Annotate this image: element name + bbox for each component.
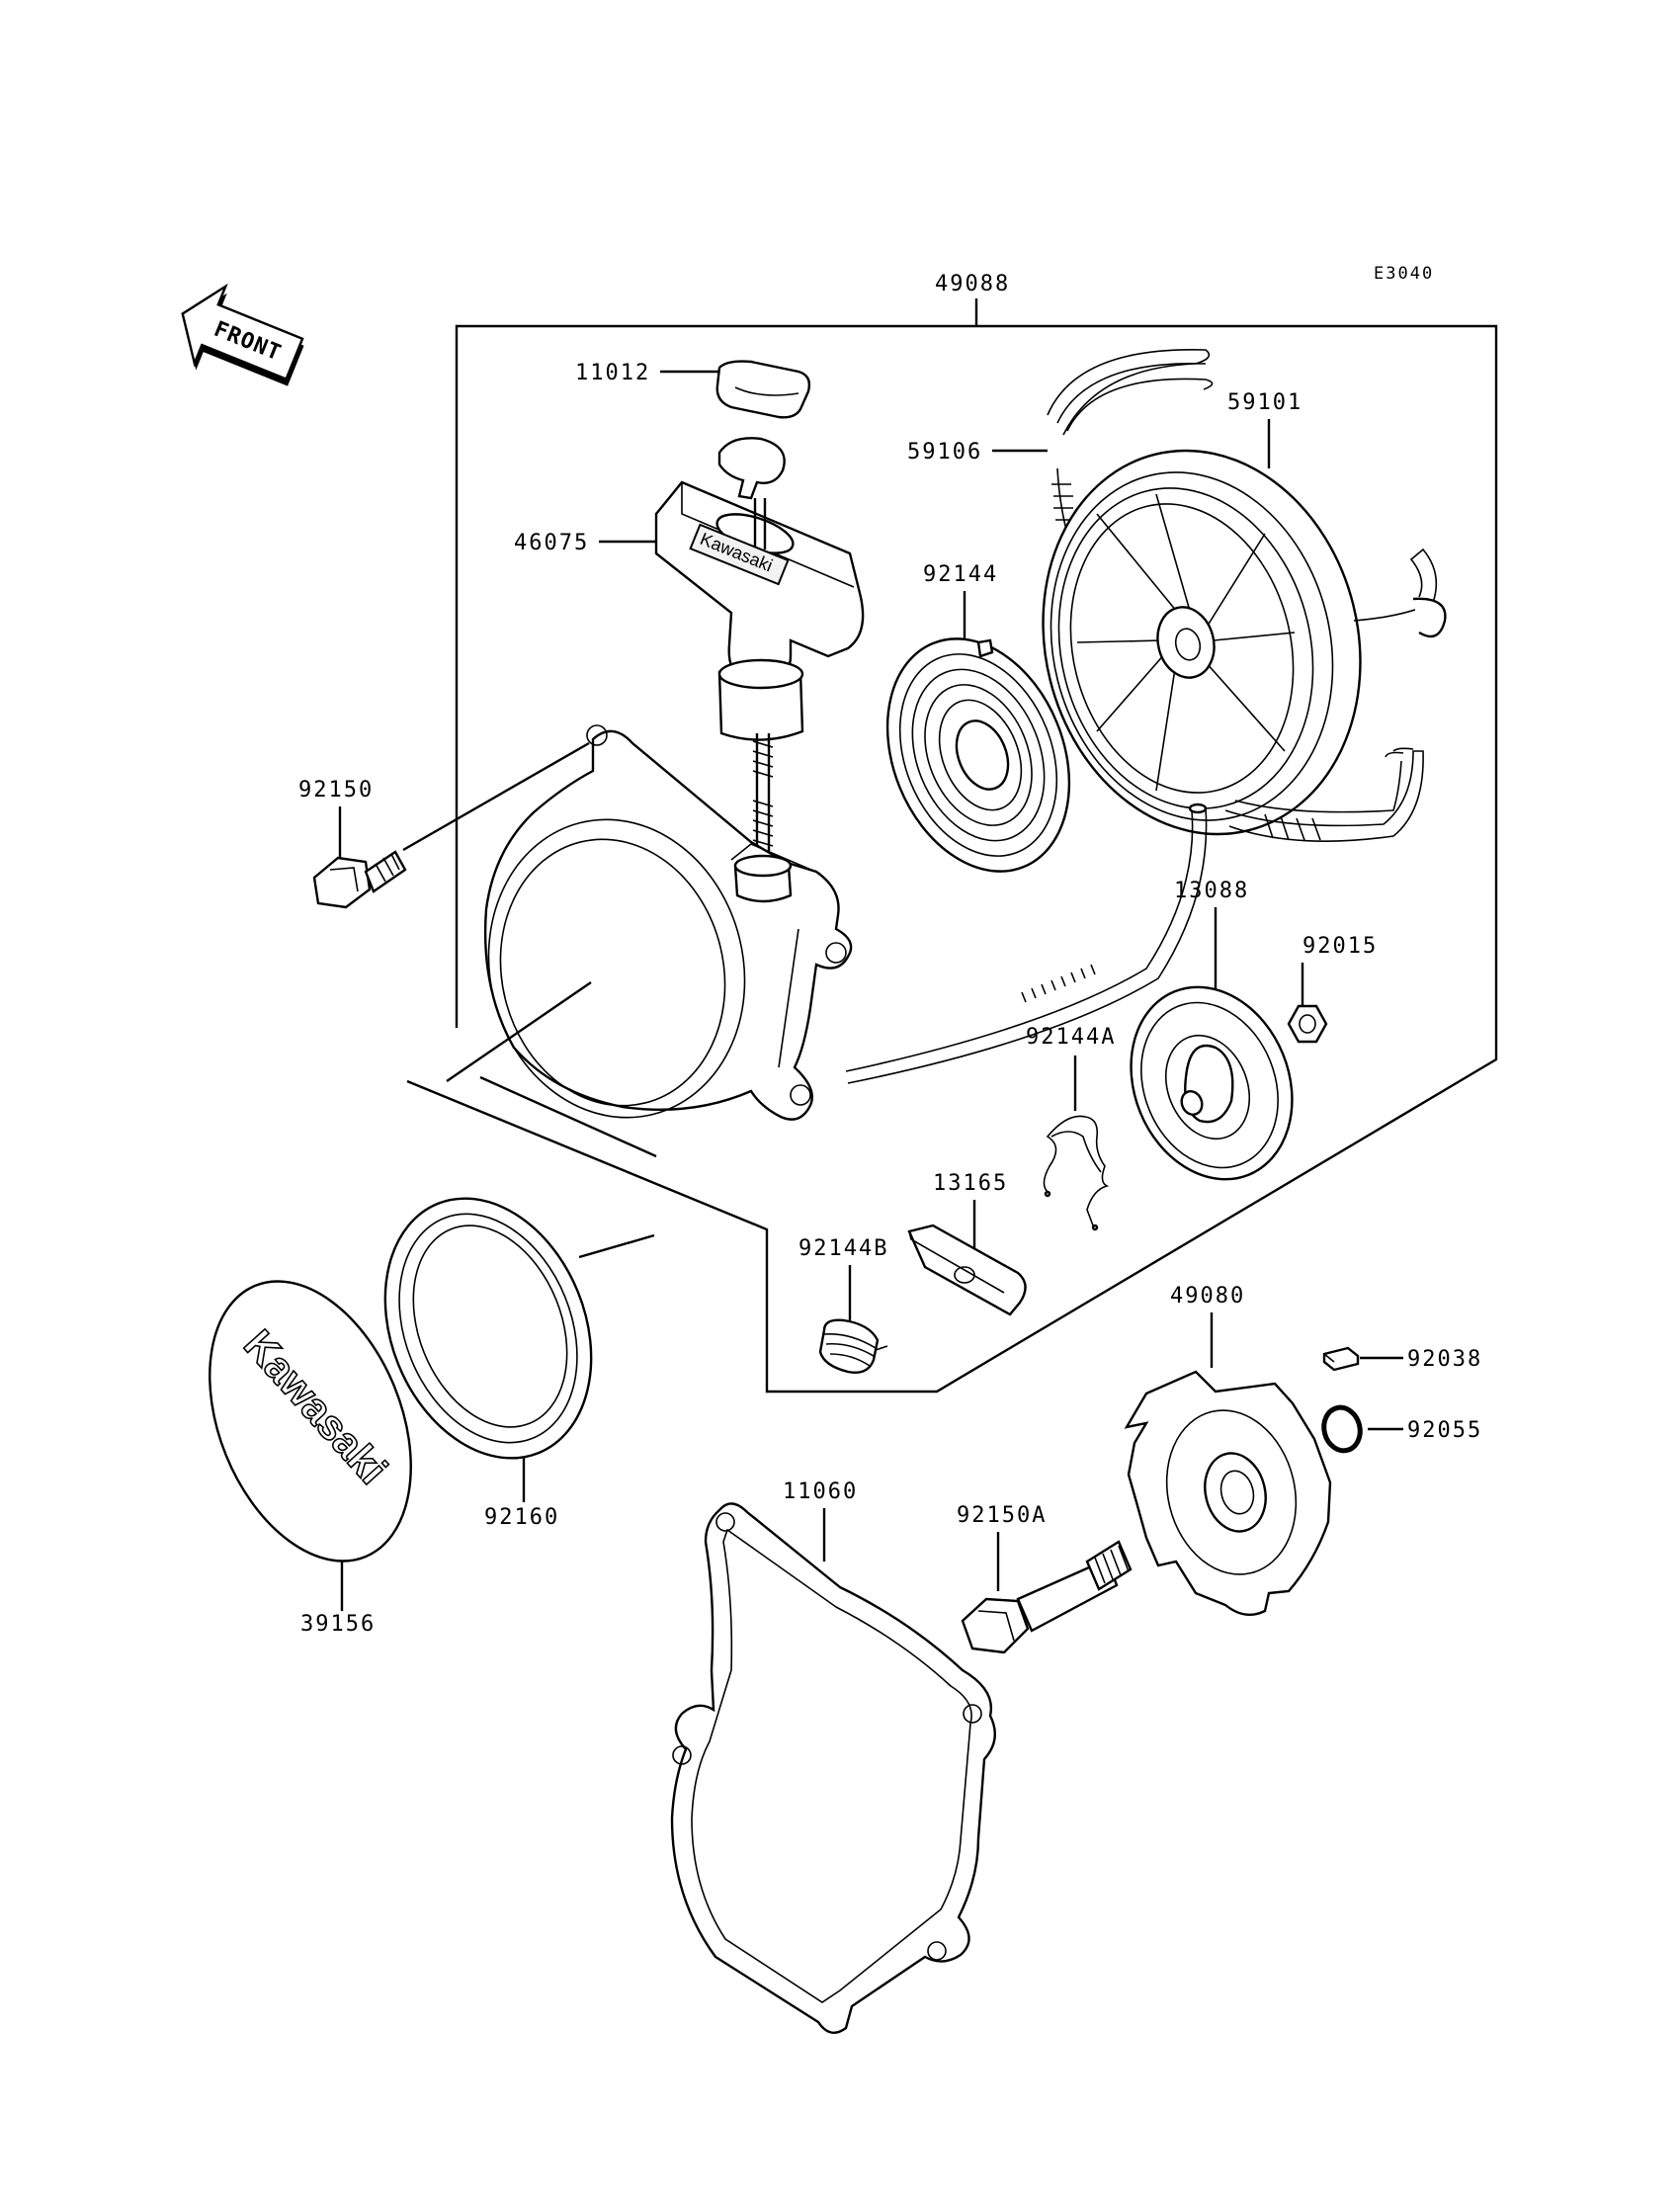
label-92055: 92055	[1407, 1418, 1482, 1443]
label-59106: 59106	[907, 440, 982, 465]
label-13165: 13165	[933, 1171, 1008, 1196]
part-39156-cover: 39156 Kawasaki	[209, 1280, 412, 1637]
label-46075: 46075	[514, 531, 589, 555]
part-11012-cap: 11012	[575, 360, 811, 419]
label-59101: 59101	[1227, 390, 1302, 415]
part-92150A-bolt: 92150A	[957, 1503, 1133, 1654]
starter-rope	[845, 803, 1208, 1084]
part-92144A-clip: 92144A	[1026, 1025, 1116, 1231]
part-92150-bolt: 92150	[298, 741, 590, 909]
label-49088: 49088	[935, 272, 1010, 296]
part-92160-gasket: 92160	[383, 1197, 593, 1530]
label-92144: 92144	[923, 562, 998, 587]
recoil-housing	[446, 724, 853, 1121]
part-59101-reel: 59101 59106	[907, 349, 1447, 842]
label-11060: 11060	[783, 1479, 858, 1504]
part-92055-oring: 92055	[1321, 1404, 1482, 1454]
assembly-bracket-49088: 49088	[406, 272, 1498, 1394]
rope-spring	[752, 733, 774, 858]
part-92015-nut: 92015	[1287, 934, 1378, 1044]
label-92015: 92015	[1302, 934, 1378, 959]
label-92144A: 92144A	[1026, 1025, 1116, 1050]
label-39156: 39156	[300, 1612, 376, 1637]
label-92144B: 92144B	[798, 1236, 888, 1261]
part-92038-key: 92038	[1322, 1346, 1482, 1372]
front-arrow-icon: FRONT	[181, 283, 304, 386]
label-92150A: 92150A	[957, 1503, 1047, 1528]
label-13088: 13088	[1174, 879, 1249, 903]
part-49080-ratchet: 49080	[1124, 1284, 1332, 1617]
part-11060-gasket: 11060	[670, 1479, 996, 2034]
part-92144-spring: 92144	[885, 562, 1071, 873]
label-92038: 92038	[1407, 1347, 1482, 1372]
label-92150: 92150	[298, 778, 374, 803]
label-49080: 49080	[1170, 1284, 1245, 1309]
part-13165-pawl: 13165	[907, 1171, 1027, 1316]
drawing-code: E3040	[1374, 264, 1434, 284]
part-92144B-spring: 92144B	[798, 1236, 888, 1374]
label-11012: 11012	[575, 361, 650, 385]
label-92160: 92160	[484, 1505, 559, 1530]
part-46075-handle: 46075 Kawasaki	[514, 437, 865, 858]
part-13088-pulley: 13088	[1130, 879, 1294, 1181]
